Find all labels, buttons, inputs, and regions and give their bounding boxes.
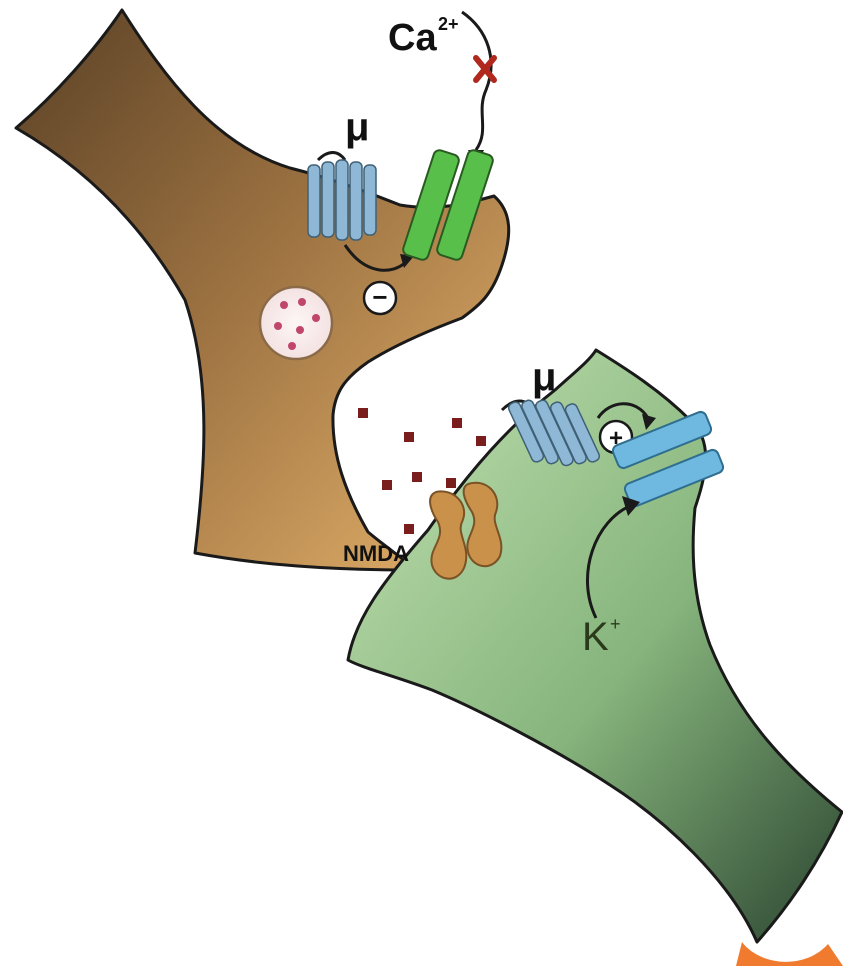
- corner-accent-shape: [736, 942, 843, 966]
- nmda-label: NMDA: [343, 541, 409, 566]
- potassium-label: K: [582, 615, 609, 659]
- minus-sign-text: −: [372, 282, 387, 312]
- mu-label-presynaptic: μ: [345, 105, 369, 149]
- mu-label-postsynaptic: μ: [532, 355, 556, 399]
- mu-opioid-receptor-icon: [308, 153, 376, 241]
- vesicle-icon: [260, 287, 332, 359]
- calcium-charge-label: 2+: [438, 14, 459, 34]
- potassium-charge-label: +: [610, 614, 621, 634]
- presynaptic-terminal: [16, 10, 509, 570]
- calcium-label: Ca: [388, 17, 437, 59]
